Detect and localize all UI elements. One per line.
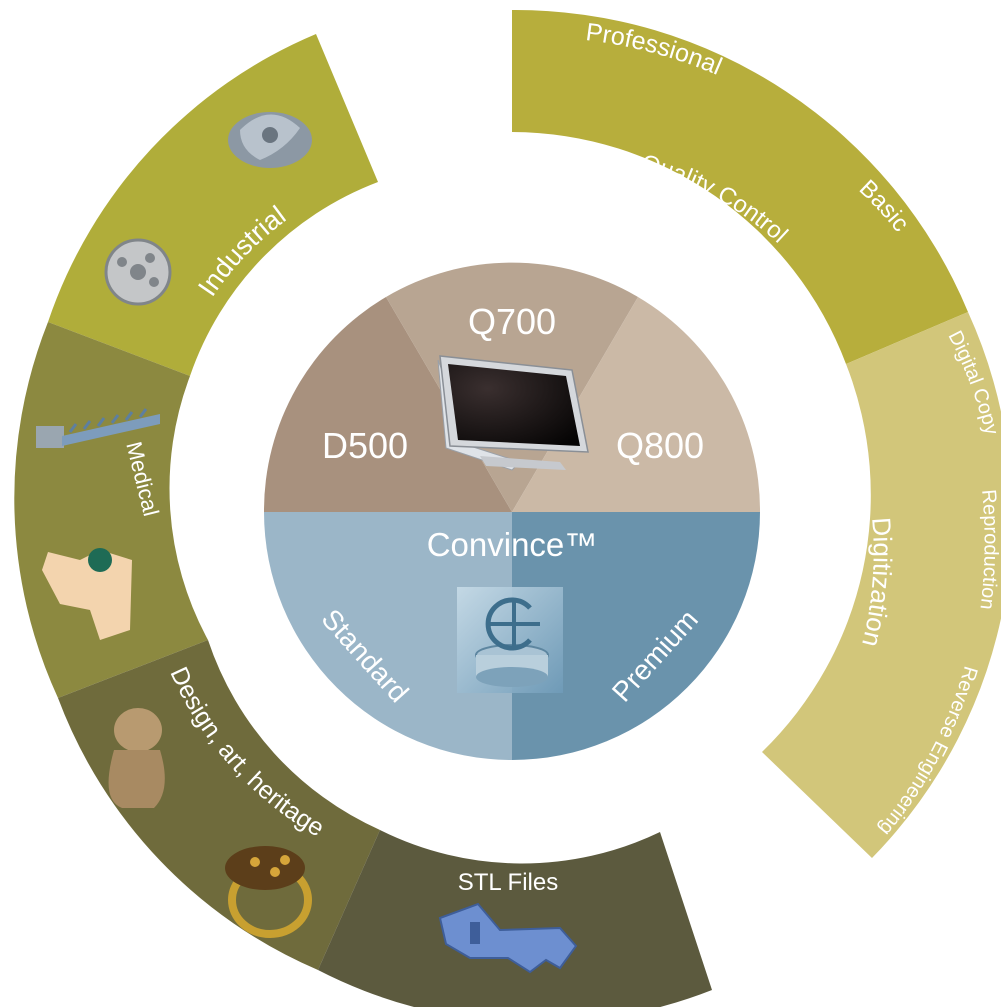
segment-quality-control: [512, 9, 968, 364]
wedge-premium: [512, 512, 760, 760]
scanner-device-icon: [437, 355, 589, 471]
label-q800: Q800: [616, 425, 704, 466]
segment-industrial: [48, 34, 378, 376]
outer-ring-right: [512, 9, 1001, 858]
center-pie: [263, 262, 761, 760]
gear-disc-icon: [104, 238, 172, 306]
label-convince: Convince™: [427, 526, 598, 563]
segment-design: [58, 640, 380, 970]
dental-model-icon: [42, 548, 132, 640]
impeller-icon: [228, 112, 312, 168]
convince-logo-icon: [457, 587, 563, 693]
segment-digitization: [762, 312, 1001, 858]
bone-screw-icon: [36, 408, 160, 448]
label-stl: STL Files: [458, 869, 558, 896]
wedge-q800: [512, 297, 761, 512]
label-d500: D500: [322, 425, 408, 466]
wedge-d500: [263, 297, 512, 512]
label-reproduction: Reproduction: [975, 489, 1001, 611]
wedge-standard: [264, 512, 512, 760]
svg-text:Reproduction: Reproduction: [975, 489, 1001, 611]
segment-medical: [14, 322, 208, 698]
stl-key-icon: [438, 902, 578, 974]
buddha-statue-icon: [108, 708, 165, 808]
segment-stl: [318, 830, 712, 1007]
label-q700: Q700: [468, 301, 556, 342]
jewel-ring-icon: [225, 846, 312, 938]
